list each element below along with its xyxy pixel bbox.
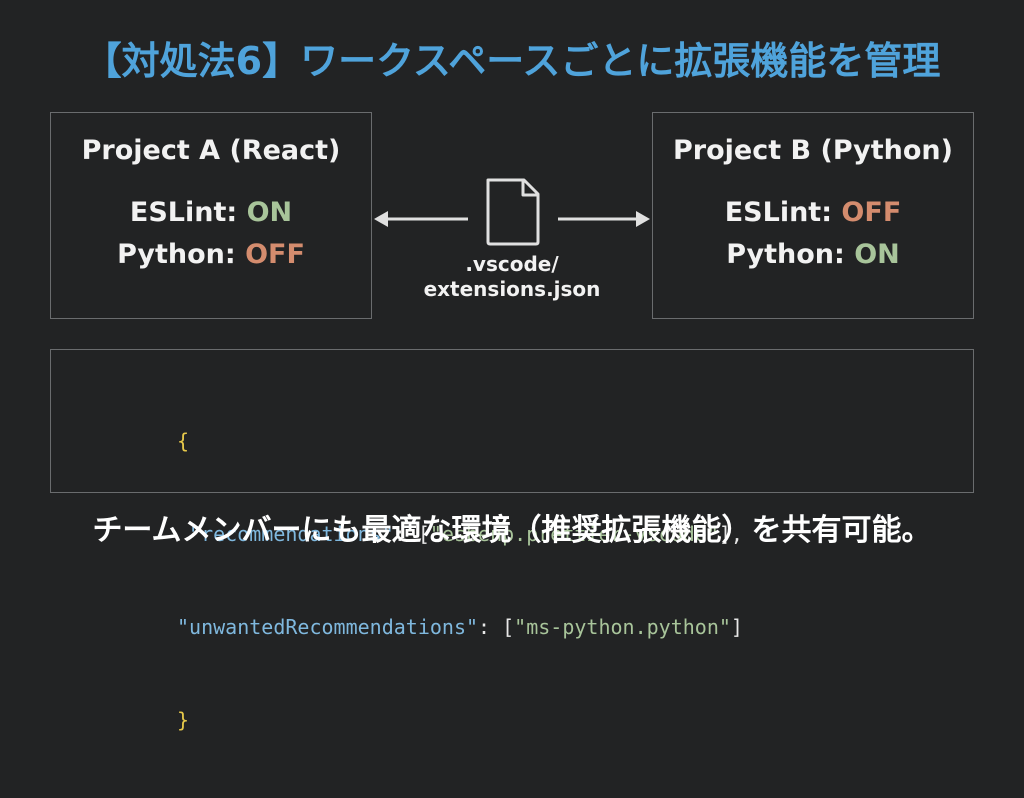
eslint-label: ESLint: [129, 197, 238, 228]
project-b-python-setting: Python: ON [653, 234, 973, 276]
python-label: Python: [117, 239, 236, 270]
eslint-value: OFF [841, 197, 902, 228]
page-title: 【対処法6】ワークスペースごとに拡張機能を管理 [83, 39, 941, 83]
bracket-close: ] [730, 615, 743, 639]
sync-arrows [374, 178, 650, 246]
file-path-line1: .vscode/ [465, 252, 559, 276]
right-arrow-icon [558, 211, 650, 227]
project-a-card: Project A (React) ESLint: ON Python: OFF [50, 112, 372, 319]
code-block: { "recommendations": ["esbenp.prettier-v… [50, 349, 974, 732]
code-line-recommendations: "recommendations": ["esbenp.prettier-vsc… [177, 519, 743, 550]
left-arrow-icon [374, 211, 468, 227]
code-line-open: { [177, 426, 743, 457]
file-path-line2: extensions.json [423, 277, 601, 301]
file-icon [486, 178, 540, 246]
colon: : [393, 522, 418, 546]
file-path-caption: .vscode/ extensions.json [372, 252, 652, 302]
project-b-card: Project B (Python) ESLint: OFF Python: O… [652, 112, 974, 319]
shared-config-file: .vscode/ extensions.json [372, 170, 652, 310]
unwanted-key: "unwantedRecommendations" [177, 615, 479, 639]
eslint-label: ESLint: [724, 197, 833, 228]
code-line-close: } [177, 705, 743, 736]
python-value: ON [854, 239, 900, 270]
project-b-eslint-setting: ESLint: OFF [653, 192, 973, 234]
project-a-name: Project A (React) [81, 135, 341, 166]
open-brace: { [177, 429, 190, 453]
eslint-value: ON [246, 197, 293, 228]
project-a-python-setting: Python: OFF [51, 234, 371, 276]
recommendations-key: "recommendations" [189, 522, 394, 546]
bracket-close: ], [718, 522, 743, 546]
bracket-open: [ [417, 522, 430, 546]
project-a-eslint-setting: ESLint: ON [51, 192, 371, 234]
bracket-open: [ [502, 615, 515, 639]
recommendations-value: "esbenp.prettier-vscode" [429, 522, 719, 546]
python-value: OFF [245, 239, 305, 270]
unwanted-value: "ms-python.python" [514, 615, 731, 639]
code-line-unwanted: "unwantedRecommendations": ["ms-python.p… [177, 612, 743, 643]
footer-caption: チームメンバーにも最適な環境（推奨拡張機能）を共有可能。 [92, 513, 932, 548]
colon: : [478, 615, 503, 639]
project-b-name: Project B (Python) [673, 135, 953, 166]
close-brace: } [177, 708, 190, 732]
python-label: Python: [726, 239, 845, 270]
